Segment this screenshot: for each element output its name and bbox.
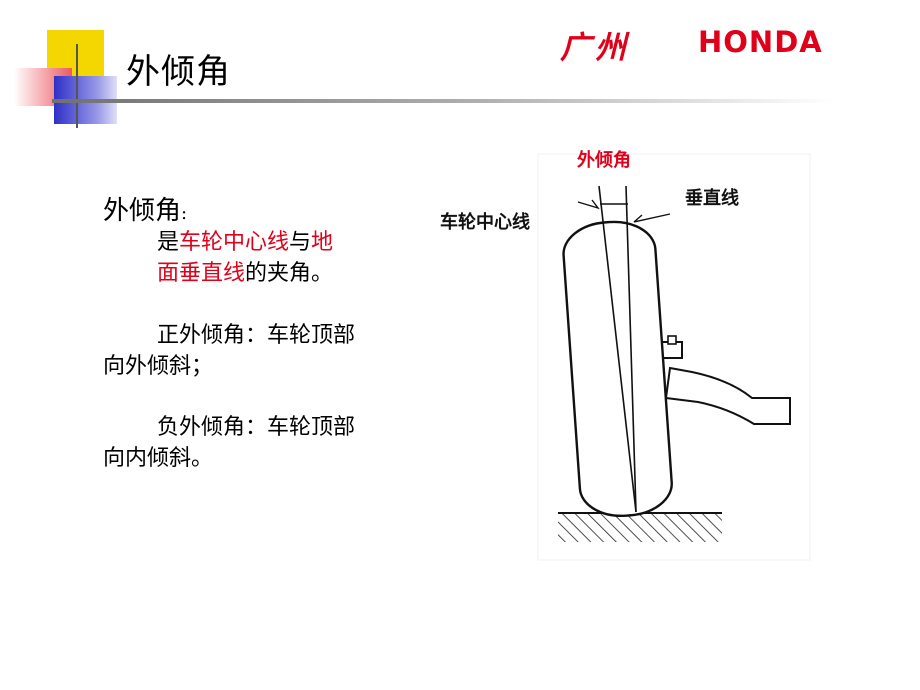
- camber-label: 外倾角: [577, 150, 631, 171]
- camber-diagram: 外倾角 车轮中心线 垂直线: [430, 140, 820, 570]
- angle-arrow-right: [633, 213, 671, 223]
- vertical-line: [625, 185, 637, 513]
- guangzhou-honda-logo: 广州 HONDA: [560, 22, 882, 66]
- highlight-wheel-centerline: 车轮中心线: [179, 230, 290, 255]
- definition-line-1: 是车轮中心线与地: [157, 228, 333, 258]
- page-title: 外倾角: [126, 52, 231, 92]
- definition-text: 与: [289, 230, 312, 255]
- definition-heading-colon: :: [181, 203, 188, 224]
- angle-arrow-left: [577, 199, 600, 210]
- highlight-vertical-line: 面垂直线: [157, 261, 246, 286]
- ball-joint-nut: [667, 335, 677, 345]
- negative-camber-line-1: 负外倾角：车轮顶部: [157, 415, 356, 440]
- title-divider: [52, 99, 834, 103]
- logo-brand-text: HONDA: [698, 25, 823, 59]
- suspension-arm: [664, 366, 791, 425]
- ground-hatch: [558, 514, 722, 542]
- tire-outline: [562, 220, 673, 518]
- definition-heading: 外倾角:: [103, 196, 187, 229]
- wheel-centerline: [598, 185, 637, 513]
- tilted-wheel: [562, 220, 673, 518]
- definition-text: 的夹角。: [245, 261, 334, 286]
- positive-camber-line-1: 正外倾角：车轮顶部: [157, 323, 356, 348]
- vertical-line-label: 垂直线: [685, 188, 739, 209]
- definition-text: 是: [157, 230, 180, 255]
- definition-heading-text: 外倾角: [103, 196, 182, 226]
- camber-diagram-svg: [537, 153, 811, 561]
- highlight-ground: 地: [311, 230, 334, 255]
- corner-decoration: [0, 0, 130, 130]
- definition-line-2: 面垂直线的夹角。: [157, 259, 333, 289]
- logo-city-text: 广州: [560, 30, 630, 66]
- positive-camber-line-2: 向外倾斜；: [103, 354, 214, 379]
- decor-vertical-line: [76, 44, 78, 128]
- wheel-centerline-label: 车轮中心线: [440, 212, 530, 233]
- negative-camber-line-2: 向内倾斜。: [103, 446, 214, 471]
